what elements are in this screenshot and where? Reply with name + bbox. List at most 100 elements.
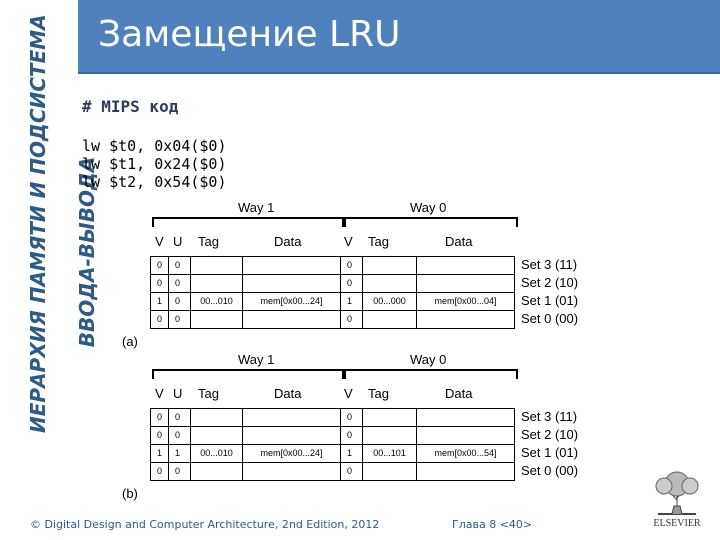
footer-page-number: Глава 8 <40>: [452, 518, 533, 531]
cache-cell-v0: 0: [340, 310, 363, 329]
set-label: Set 3 (11): [521, 409, 578, 424]
column-header-data0: Data: [445, 234, 473, 249]
cache-cell-u: 0: [168, 256, 191, 275]
way0-bracket: [344, 369, 518, 379]
set-label: Set 1 (01): [521, 293, 579, 308]
way1-label: Way 1: [238, 352, 275, 367]
cache-cell-data1: [242, 426, 341, 445]
cache-cell-data0: mem[0x00...54]: [416, 444, 515, 463]
cache-cell-v1: 0: [150, 426, 169, 445]
set-label: Set 2 (10): [521, 275, 579, 290]
logo-text: ELSEVIER: [653, 518, 701, 529]
cache-cell-tag0: [362, 256, 417, 275]
cache-cell-v0: 0: [340, 408, 363, 427]
elsevier-tree-icon: ELSEVIER: [650, 471, 704, 529]
sidebar: ИЕРАРХИЯ ПАМЯТИ И ПОДСИСТЕМА ВВОДА-ВЫВОД…: [0, 0, 99, 540]
column-header-tag0: Tag: [368, 234, 389, 249]
column-header-u: U: [173, 386, 183, 401]
cache-cell-data1: [242, 256, 341, 275]
cache-cell-u: 0: [168, 310, 191, 329]
cache-cell-tag0: 00...000: [362, 292, 417, 311]
set-label: Set 0 (00): [521, 463, 579, 478]
cache-cell-tag0: [362, 274, 417, 293]
cache-cell-tag1: [190, 408, 243, 427]
cache-cell-u: 1: [168, 444, 191, 463]
cache-cell-v0: 0: [340, 426, 363, 445]
cache-cell-u: 0: [168, 274, 191, 293]
column-header-v1: V: [155, 386, 164, 401]
set-label: Set 0 (00): [521, 311, 579, 326]
cache-cell-tag1: [190, 310, 243, 329]
cache-cell-tag0: [362, 408, 417, 427]
column-header-data0: Data: [445, 386, 473, 401]
cache-cell-u: 0: [168, 426, 191, 445]
diagram-label: (a): [122, 334, 138, 349]
cache-cell-v0: 0: [340, 274, 363, 293]
column-header-data1: Data: [274, 386, 302, 401]
cache-cell-tag0: [362, 462, 417, 481]
set-label: Set 1 (01): [521, 445, 579, 460]
cache-cell-data1: [242, 310, 341, 329]
cache-cell-tag1: [190, 462, 243, 481]
cache-cell-data1: [242, 274, 341, 293]
diagram-label: (b): [122, 486, 138, 501]
cache-cell-data0: [416, 310, 515, 329]
slide-title: Замещение LRU: [98, 14, 401, 55]
cache-cell-v0: 1: [340, 444, 363, 463]
set-label: Set 3 (11): [521, 257, 578, 272]
cache-cell-data0: [416, 256, 515, 275]
way0-label: Way 0: [410, 200, 447, 215]
cache-cell-u: 0: [168, 408, 191, 427]
column-header-v1: V: [155, 234, 164, 249]
column-header-u: U: [173, 234, 183, 249]
way1-bracket: [152, 217, 344, 227]
cache-cell-data0: [416, 462, 515, 481]
cache-cell-v1: 0: [150, 408, 169, 427]
cache-cell-u: 0: [168, 292, 191, 311]
title-bar: Замещение LRU: [78, 0, 720, 74]
way0-bracket: [344, 217, 518, 227]
cache-cell-v1: 0: [150, 274, 169, 293]
sidebar-title-line1: ИЕРАРХИЯ ПАМЯТИ И ПОДСИСТЕМА: [26, 14, 50, 433]
cache-cell-tag1: [190, 274, 243, 293]
cache-cell-u: 0: [168, 462, 191, 481]
code-line: lw $t1, 0x24($0): [82, 155, 227, 173]
column-header-data1: Data: [274, 234, 302, 249]
column-header-v0: V: [344, 234, 353, 249]
cache-cell-data1: mem[0x00...24]: [242, 292, 341, 311]
column-header-tag0: Tag: [368, 386, 389, 401]
cache-cell-v1: 1: [150, 444, 169, 463]
cache-cell-v1: 1: [150, 292, 169, 311]
code-line: lw $t2, 0x54($0): [82, 173, 227, 191]
code-line: lw $t0, 0x04($0): [82, 137, 227, 155]
cache-cell-data0: mem[0x00...04]: [416, 292, 515, 311]
cache-cell-v0: 0: [340, 462, 363, 481]
cache-cell-tag1: [190, 256, 243, 275]
cache-cell-v1: 0: [150, 462, 169, 481]
cache-cell-v0: 0: [340, 256, 363, 275]
cache-cell-data1: [242, 408, 341, 427]
cache-cell-tag0: [362, 426, 417, 445]
cache-cell-v1: 0: [150, 256, 169, 275]
footer: © Digital Design and Computer Architectu…: [0, 508, 720, 540]
cache-cell-tag1: 00...010: [190, 292, 243, 311]
cache-cell-v0: 1: [340, 292, 363, 311]
column-header-tag1: Tag: [198, 234, 219, 249]
way1-label: Way 1: [238, 200, 275, 215]
cache-cell-tag1: 00...010: [190, 444, 243, 463]
cache-cell-data1: [242, 462, 341, 481]
cache-cell-tag1: [190, 426, 243, 445]
column-header-v0: V: [344, 386, 353, 401]
way1-bracket: [152, 369, 344, 379]
cache-cell-tag0: [362, 310, 417, 329]
elsevier-logo: ELSEVIER: [644, 470, 710, 532]
footer-copyright: © Digital Design and Computer Architectu…: [30, 518, 380, 531]
cache-cell-v1: 0: [150, 310, 169, 329]
cache-cell-data0: [416, 274, 515, 293]
code-heading: # MIPS код: [82, 97, 179, 116]
cache-cell-tag0: 00...101: [362, 444, 417, 463]
way0-label: Way 0: [410, 352, 447, 367]
cache-cell-data0: [416, 408, 515, 427]
cache-cell-data0: [416, 426, 515, 445]
set-label: Set 2 (10): [521, 427, 579, 442]
